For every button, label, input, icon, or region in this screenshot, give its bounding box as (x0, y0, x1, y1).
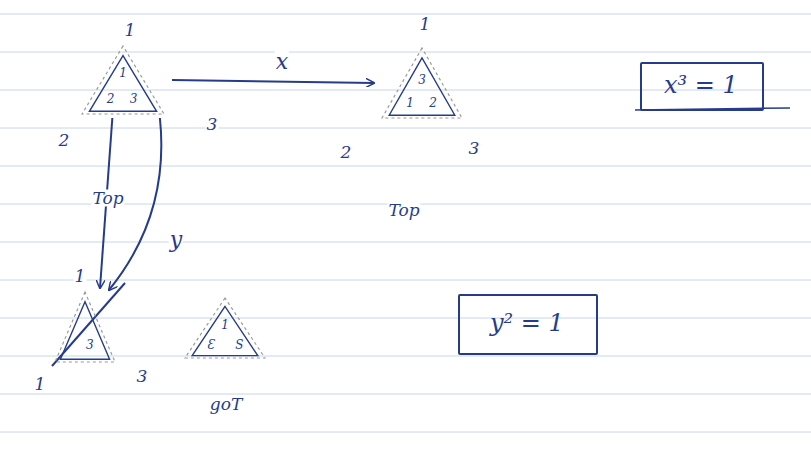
vertex-number: 3 (418, 74, 426, 86)
shape-name: Top (91, 190, 124, 207)
triangle-outline (82, 46, 164, 114)
triangle-outline (55, 292, 115, 362)
arrow-label: x (275, 51, 289, 73)
triangle-figure: 31 2 (382, 48, 462, 118)
equation-text: x³ = 1 (664, 72, 738, 98)
vertex-number: 1 (34, 376, 47, 393)
triangle-figure: 3 (55, 292, 115, 362)
equation-text: y² = 1 (490, 310, 564, 336)
vertex-number: 2 (429, 97, 437, 109)
vertex-number: 3 (136, 368, 149, 385)
equation-box: x³ = 1 (640, 62, 764, 111)
vertex-number: 3 (468, 140, 481, 157)
vertex-number: 1 (406, 97, 414, 109)
vertex-number: 1 (74, 268, 87, 285)
vertex-number: 1 (124, 22, 137, 39)
arrow-label: y (169, 229, 183, 251)
vertex-number: 1 (119, 67, 127, 79)
equation-box: y² = 1 (458, 294, 598, 355)
vertex-number: S (235, 339, 243, 351)
shape-name: goT (209, 396, 243, 413)
vertex-number: 2 (107, 93, 115, 105)
shape-name: Top (387, 202, 420, 219)
vertex-number: 1 (221, 319, 229, 331)
vertex-number: 3 (130, 93, 138, 105)
vertex-number: 3 (206, 116, 219, 133)
cross-out-stroke (52, 283, 125, 366)
vertex-number: Ɛ (207, 339, 214, 351)
vertex-number: 2 (340, 144, 353, 161)
vertex-number: 1 (419, 16, 432, 33)
triangle-figure: 1Ɛ S (185, 298, 265, 358)
arrow-connector (172, 80, 374, 83)
vertex-number: 3 (86, 339, 94, 351)
vertex-number: 2 (58, 132, 71, 149)
triangle-figure: 1 2 3 (82, 46, 164, 114)
